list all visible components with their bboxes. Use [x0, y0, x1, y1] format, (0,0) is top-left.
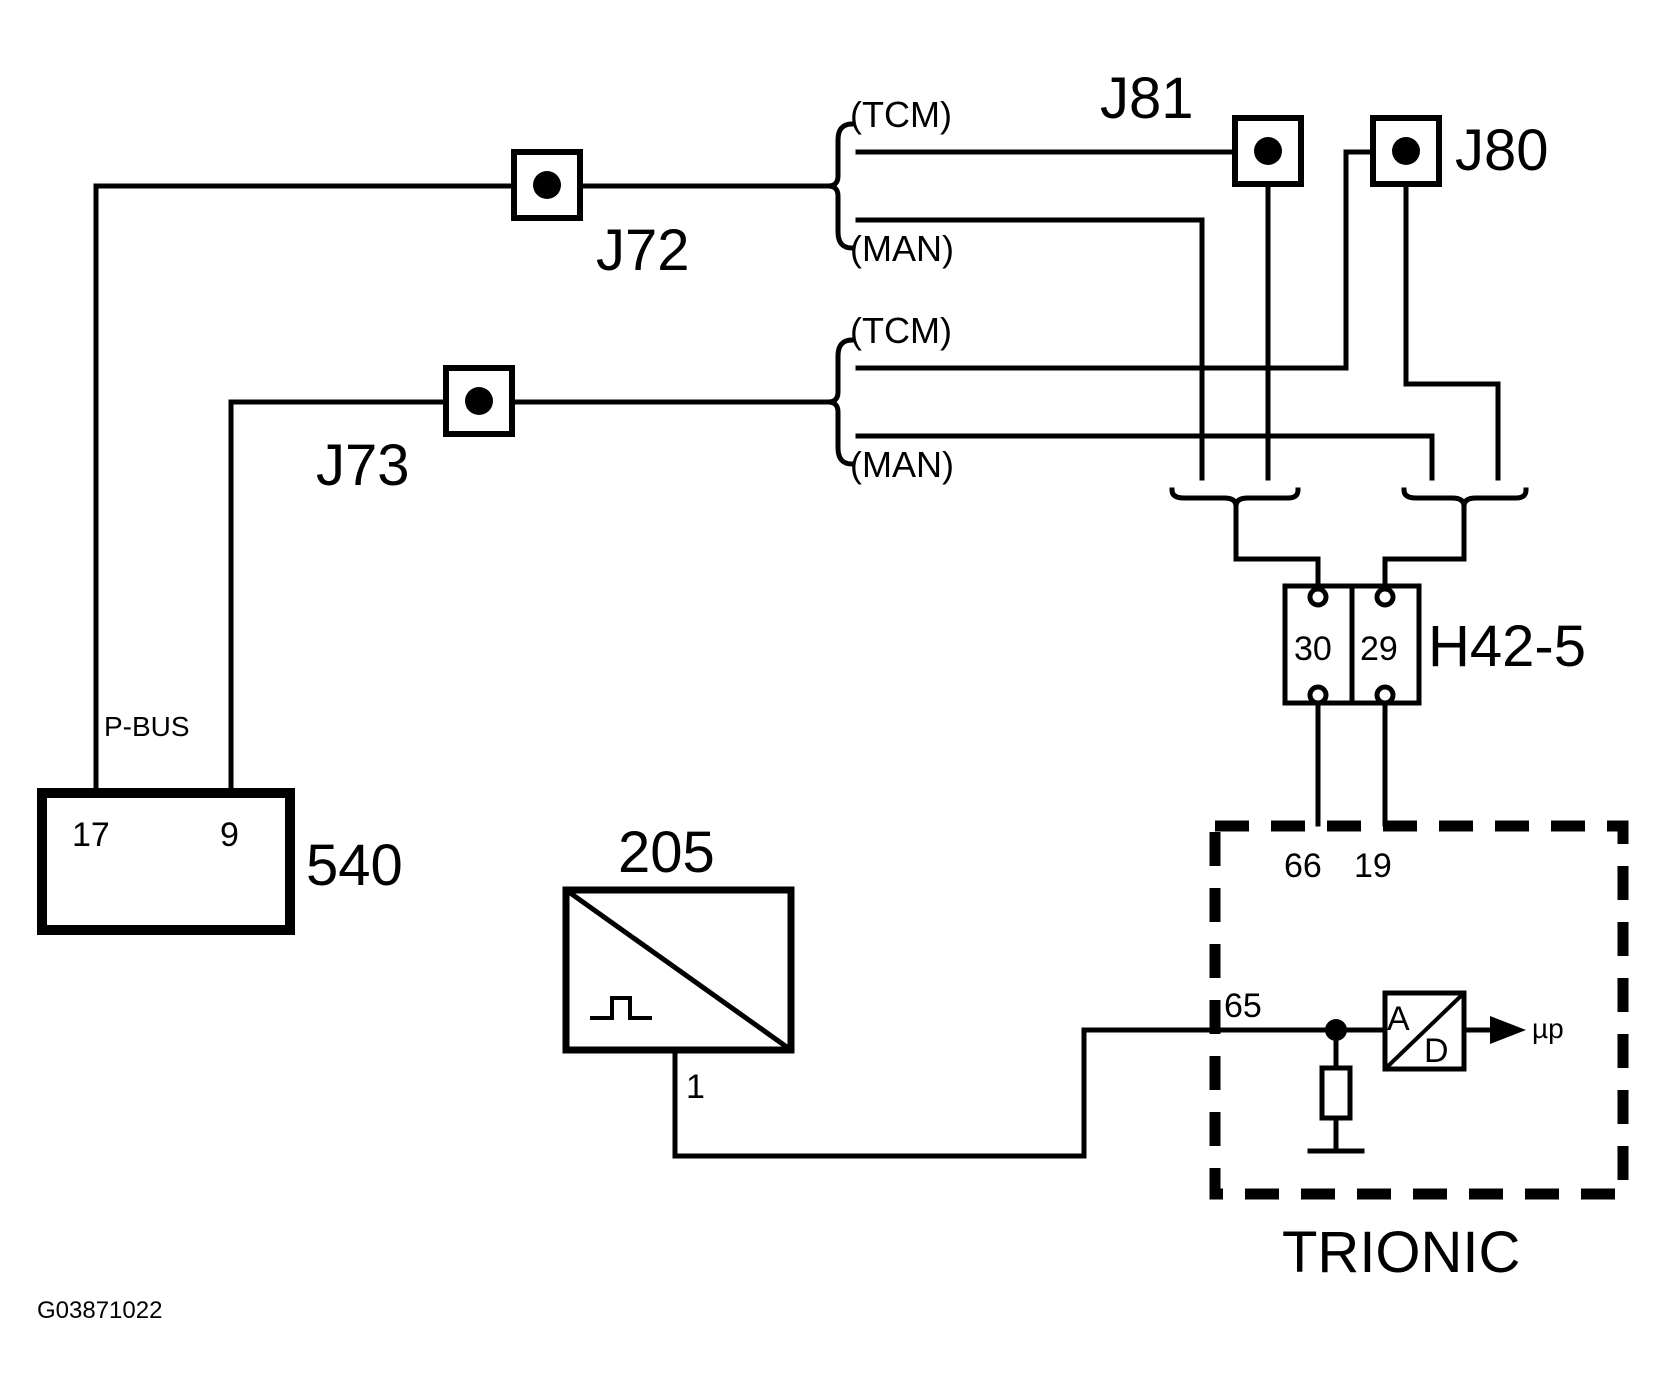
connector-j73: [443, 365, 515, 437]
j72-brace: [827, 121, 855, 251]
j73-brace: [827, 337, 855, 467]
connector-j81: [1232, 115, 1304, 187]
wire-sensor-to-65: [672, 1027, 1383, 1159]
connector-j80-pin: [1392, 137, 1420, 165]
branch-j73-man: (MAN): [850, 444, 954, 485]
wire-merge-to-pin30: [1233, 503, 1321, 589]
pin-30: 30: [1294, 630, 1332, 668]
pin-17: 17: [72, 816, 110, 854]
wire-j72-man: [855, 217, 1205, 481]
h42-pin29-bottom: [1374, 684, 1396, 706]
connector-j73-pin: [465, 387, 493, 415]
wire-merge-to-pin29: [1382, 503, 1467, 589]
pin-1: 1: [686, 1068, 705, 1106]
pin-65: 65: [1224, 987, 1262, 1025]
wires: [93, 121, 1529, 1159]
wire-pin17-to-j72: [93, 183, 833, 796]
pin-66: 66: [1284, 847, 1322, 885]
h42-pin30-top: [1307, 586, 1329, 608]
wire-j73-man: [855, 433, 1435, 481]
figure-id: G03871022: [37, 1297, 162, 1324]
pin-19: 19: [1354, 847, 1392, 885]
connector-j80: [1370, 115, 1442, 187]
label-h42-5: H42-5: [1428, 614, 1586, 679]
ecu-540-box: [37, 788, 295, 935]
ad-converter-diagonal: [1383, 991, 1466, 1071]
ad-converter: [1382, 990, 1467, 1072]
connector-j73-body: [443, 365, 515, 437]
label-j81: J81: [1100, 66, 1194, 131]
h42-pin29-top: [1374, 586, 1396, 608]
label-trionic: TRIONIC: [1282, 1220, 1520, 1285]
ad-label-a: A: [1387, 1000, 1410, 1038]
pin-29: 29: [1360, 630, 1398, 668]
h42-pin30-bottom: [1307, 684, 1329, 706]
arrow-right-icon: [1490, 1016, 1526, 1044]
trionic-box: [1209, 820, 1629, 1200]
branch-j72-tcm: (TCM): [850, 94, 952, 135]
label-j80: J80: [1455, 118, 1549, 183]
branch-j73-tcm: (TCM): [850, 310, 952, 351]
resistor-icon: [1319, 1065, 1353, 1121]
label-microprocessor: µp: [1532, 1013, 1564, 1044]
pin-9: 9: [220, 816, 239, 854]
label-j72: J72: [596, 218, 690, 283]
connector-j72: [511, 149, 583, 221]
ad-label-d: D: [1424, 1032, 1449, 1070]
wire-pin9-to-j73: [228, 399, 833, 796]
connector-h42-5: [1282, 583, 1422, 706]
connector-j72-pin: [533, 171, 561, 199]
sensor-205: [562, 886, 795, 1054]
label-540: 540: [306, 833, 403, 898]
branch-j72-man: (MAN): [850, 228, 954, 269]
label-j73: J73: [316, 433, 410, 498]
wire-j80-down: [1403, 149, 1501, 481]
sensor-205-diagonal: [564, 887, 793, 1053]
junction-dot: [1325, 1019, 1347, 1041]
connector-j81-pin: [1254, 137, 1282, 165]
label-205: 205: [618, 820, 715, 885]
pulse-icon: [590, 996, 652, 1020]
label-p-bus: P-BUS: [104, 711, 190, 742]
